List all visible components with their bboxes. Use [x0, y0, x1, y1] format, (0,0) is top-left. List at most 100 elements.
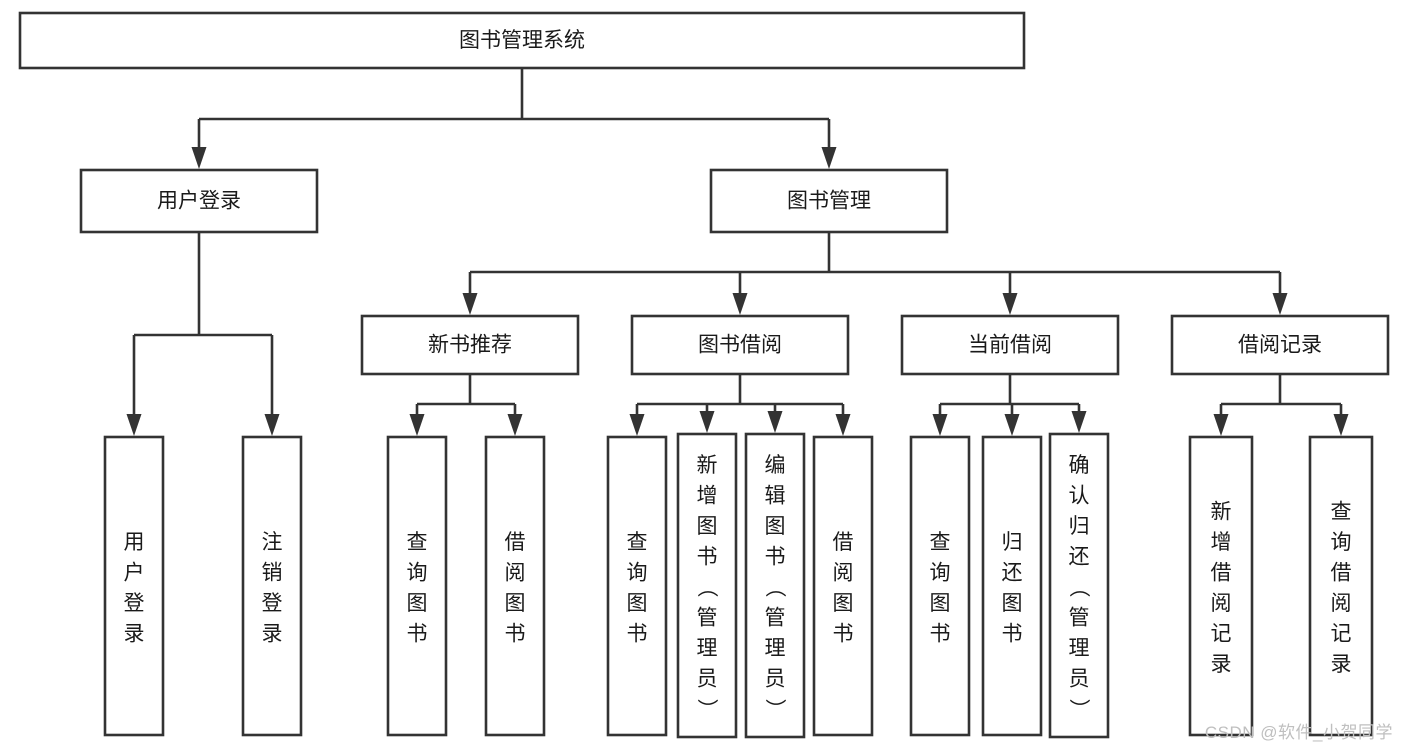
- node-label-char: 询: [1331, 531, 1352, 554]
- node-label-char: 用: [124, 531, 145, 554]
- node-label-char: 书: [697, 546, 718, 569]
- node-box-leaf_cb_return: [981, 435, 1043, 737]
- node-label-char: 理: [697, 637, 718, 660]
- node-box-leaf_user_logout: [241, 435, 303, 737]
- node-label-char: 员: [697, 668, 718, 691]
- node-box-leaf_bb_query: [606, 435, 668, 737]
- node-leaf_user_login[interactable]: 用户登录: [103, 435, 165, 737]
- node-label-char: 员: [1069, 668, 1090, 691]
- node-label-char: 图: [765, 515, 786, 538]
- node-label-char: 询: [627, 561, 648, 584]
- node-label-char: （: [763, 577, 786, 598]
- node-box-leaf_bb_borrow: [812, 435, 874, 737]
- node-label-char: ）: [763, 699, 786, 720]
- connector-group-root-split: [191, 68, 837, 169]
- node-box-leaf_bb_edit: [744, 432, 806, 739]
- node-box-book_manage: [709, 168, 949, 234]
- node-box-book_borrow: [630, 314, 850, 376]
- node-label-char: （: [695, 577, 718, 598]
- node-book_borrow[interactable]: 图书借阅: [630, 314, 850, 376]
- connector-group-bb-split: [629, 374, 851, 436]
- node-box-leaf_bb_add: [676, 432, 738, 739]
- node-label-char: 查: [627, 531, 648, 554]
- node-label-root: 图书管理系统: [459, 29, 585, 52]
- node-label-char: 书: [833, 622, 854, 645]
- node-label-char: 图: [627, 592, 648, 615]
- node-label-char: 新: [697, 454, 718, 477]
- node-label-char: 图: [1002, 592, 1023, 615]
- node-label-char: 阅: [505, 561, 526, 584]
- node-label-char: 认: [1069, 485, 1090, 508]
- node-box-leaf_nbr_borrow: [484, 435, 546, 737]
- node-box-user_login: [79, 168, 319, 234]
- node-label-char: ）: [695, 699, 718, 720]
- node-label-char: 查: [930, 531, 951, 554]
- node-label-char: 图: [833, 592, 854, 615]
- node-label-char: 书: [407, 622, 428, 645]
- node-root[interactable]: 图书管理系统: [18, 11, 1026, 70]
- node-label-char: 询: [407, 561, 428, 584]
- node-label-char: 图: [407, 592, 428, 615]
- node-label-book_manage: 图书管理: [787, 190, 871, 213]
- node-label-user_login: 用户登录: [157, 190, 241, 213]
- node-book_manage[interactable]: 图书管理: [709, 168, 949, 234]
- connector-group-cb-split: [932, 374, 1087, 436]
- node-label-char: 理: [1069, 637, 1090, 660]
- node-label-char: 归: [1069, 515, 1090, 538]
- node-label-char: 阅: [833, 561, 854, 584]
- node-label-char: 书: [505, 622, 526, 645]
- csdn-watermark: CSDN @软件_小贺同学: [1204, 723, 1393, 742]
- node-label-char: 注: [262, 531, 283, 554]
- connector-group-nbr-split: [409, 374, 523, 436]
- node-current_borrow[interactable]: 当前借阅: [900, 314, 1120, 376]
- node-label-char: 书: [1002, 622, 1023, 645]
- node-box-leaf_cb_confirm: [1048, 432, 1110, 739]
- node-label-char: 员: [765, 668, 786, 691]
- node-label-char: 图: [505, 592, 526, 615]
- node-borrow_record[interactable]: 借阅记录: [1170, 314, 1390, 376]
- node-box-current_borrow: [900, 314, 1120, 376]
- node-label-char: 录: [1211, 653, 1232, 676]
- node-label-char: 录: [124, 622, 145, 645]
- node-label-char: 记: [1331, 622, 1352, 645]
- node-label-char: 新: [1211, 500, 1232, 523]
- node-label-char: 增: [1211, 531, 1232, 554]
- node-label-current_borrow: 当前借阅: [968, 334, 1052, 357]
- connector-group-book-manage-split: [462, 232, 1288, 315]
- node-label-char: 借: [1331, 561, 1352, 584]
- node-label-new_book_rec: 新书推荐: [428, 334, 512, 357]
- node-label-char: 还: [1069, 546, 1090, 569]
- node-label-char: 图: [697, 515, 718, 538]
- node-label-char: 录: [262, 622, 283, 645]
- node-label-char: 查: [407, 531, 428, 554]
- node-label-char: ）: [1067, 699, 1090, 720]
- node-label-char: 查: [1331, 500, 1352, 523]
- node-new_book_rec[interactable]: 新书推荐: [360, 314, 580, 376]
- node-box-leaf_cb_query: [909, 435, 971, 737]
- node-user_login[interactable]: 用户登录: [79, 168, 319, 234]
- node-label-char: （: [1067, 577, 1090, 598]
- node-label-char: 记: [1211, 622, 1232, 645]
- node-label-char: 销: [262, 561, 283, 584]
- node-label-char: 借: [505, 531, 526, 554]
- node-label-char: 登: [124, 592, 145, 615]
- node-box-leaf_user_login: [103, 435, 165, 737]
- node-label-char: 借: [833, 531, 854, 554]
- node-box-borrow_record: [1170, 314, 1390, 376]
- node-label-char: 增: [697, 485, 718, 508]
- node-box-leaf_br_query: [1308, 435, 1374, 737]
- node-label-char: 归: [1002, 531, 1023, 554]
